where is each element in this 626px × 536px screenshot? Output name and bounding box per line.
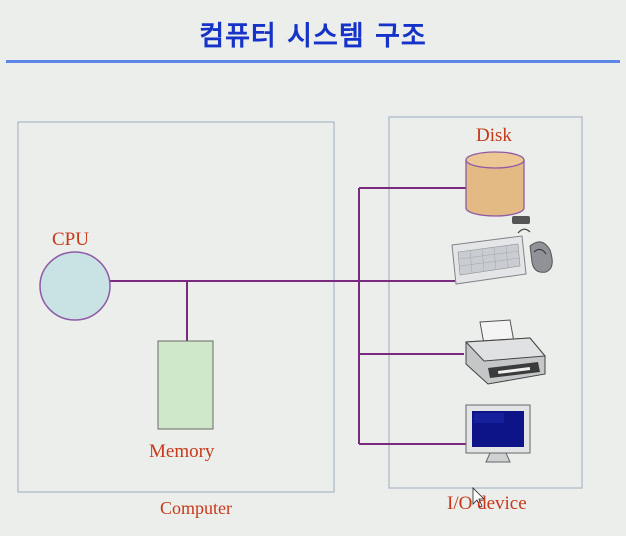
io-device-box: [388, 116, 583, 489]
computer-box: [17, 121, 335, 493]
mouse-icon: [517, 228, 553, 273]
pointer-cursor-icon: [472, 487, 485, 508]
slide-title: 컴퓨터 시스템 구조: [199, 21, 427, 52]
memory-block: [157, 340, 214, 430]
title-divider: [6, 60, 620, 63]
io-device-label: I/O device: [447, 493, 527, 514]
printer-icon: [464, 319, 547, 385]
memory-label: Memory: [149, 441, 215, 462]
monitor-icon: [465, 404, 531, 463]
cpu-label: CPU: [52, 229, 89, 250]
system-bus: [110, 187, 466, 445]
disk-icon: [465, 151, 525, 217]
cpu-node: [39, 251, 111, 321]
computer-label: Computer: [160, 498, 232, 518]
disk-label: Disk: [476, 125, 512, 146]
keyboard-icon: [451, 216, 530, 285]
